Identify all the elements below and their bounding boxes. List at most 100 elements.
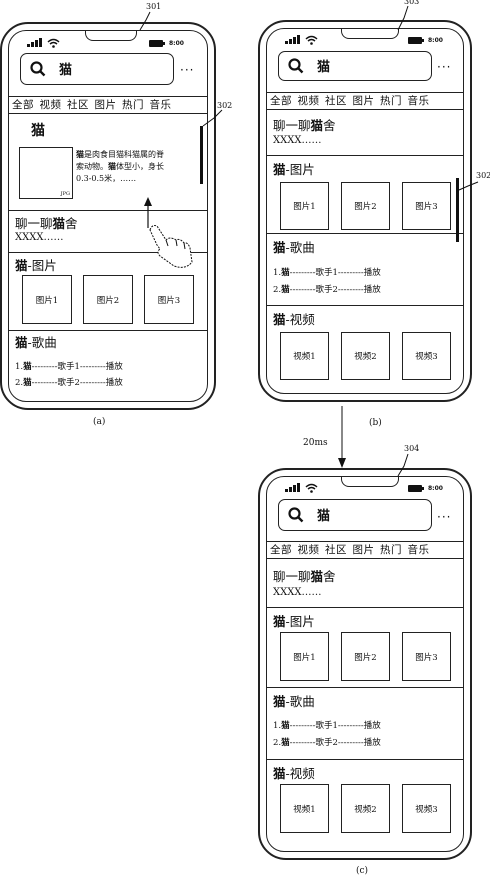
- tab-music[interactable]: 音乐: [407, 95, 430, 107]
- chat-title: 聊一聊猫舍: [273, 118, 336, 133]
- picture-3[interactable]: 图片3: [144, 275, 194, 324]
- video-3[interactable]: 视频3: [402, 784, 451, 833]
- songs-title: 猫-歌曲: [15, 335, 57, 350]
- leader-304: [397, 453, 409, 477]
- songs-section: 猫-歌曲 1.猫---------歌手1---------播放 2.猫-----…: [267, 233, 463, 306]
- song-row[interactable]: 2.猫---------歌手2---------播放: [273, 285, 381, 295]
- status-time: 8:00: [428, 485, 443, 492]
- tab-hot[interactable]: 热门: [122, 99, 144, 111]
- tab-hot[interactable]: 热门: [380, 544, 402, 556]
- chat-section[interactable]: 聊一聊猫舍 XXXX……: [267, 109, 463, 156]
- search-icon: [30, 61, 46, 77]
- video-1[interactable]: 视频1: [280, 784, 329, 833]
- tab-video[interactable]: 视频: [297, 544, 320, 556]
- ref-303: 303: [404, 0, 420, 6]
- search-query[interactable]: 猫: [317, 60, 331, 75]
- tab-music[interactable]: 音乐: [407, 544, 430, 556]
- wifi-icon: [47, 38, 60, 48]
- chat-section[interactable]: 聊一聊猫舍 XXXX……: [9, 210, 207, 253]
- phone-a: 8:00 猫 ··· 全部 视频 社区 图片 热门 音乐 猫 JPG 猫是肉食目…: [0, 22, 216, 410]
- ref-302b: 302: [476, 171, 490, 180]
- tab-music[interactable]: 音乐: [149, 99, 172, 111]
- search-bar[interactable]: 猫: [278, 51, 432, 81]
- ref-302: 302: [217, 101, 233, 110]
- transition-label: 20ms: [303, 438, 328, 448]
- picture-1[interactable]: 图片1: [22, 275, 72, 324]
- battery-icon: [408, 37, 424, 44]
- signal-icon: [27, 38, 42, 47]
- picture-2[interactable]: 图片2: [341, 632, 390, 681]
- picture-3[interactable]: 图片3: [402, 182, 451, 230]
- song-row[interactable]: 1.猫---------歌手1---------播放: [273, 721, 381, 731]
- songs-section: 猫-歌曲 1.猫---------歌手1---------播放 2.猫-----…: [9, 330, 207, 401]
- search-query[interactable]: 猫: [59, 63, 73, 78]
- chat-subtitle: XXXX……: [273, 587, 322, 598]
- tab-community[interactable]: 社区: [67, 99, 89, 111]
- search-bar[interactable]: 猫: [20, 53, 174, 85]
- video-3[interactable]: 视频3: [402, 332, 451, 380]
- tab-community[interactable]: 社区: [325, 95, 347, 107]
- leader-302b: [458, 181, 479, 191]
- card-title: 猫: [31, 123, 45, 139]
- songs-section: 猫-歌曲 1.猫---------歌手1---------播放 2.猫-----…: [267, 687, 463, 760]
- songs-title: 猫-歌曲: [273, 240, 315, 255]
- caption-c: (c): [356, 866, 369, 876]
- chat-section[interactable]: 聊一聊猫舍 XXXX……: [267, 558, 463, 608]
- search-icon: [288, 507, 304, 523]
- pictures-section: 猫-图片 图片1 图片2 图片3: [267, 155, 463, 234]
- picture-1[interactable]: 图片1: [280, 182, 329, 230]
- signal-icon: [285, 35, 300, 44]
- tab-video[interactable]: 视频: [297, 95, 320, 107]
- picture-1[interactable]: 图片1: [280, 632, 329, 681]
- more-icon[interactable]: ···: [437, 510, 452, 524]
- song-row[interactable]: 2.猫---------歌手2---------播放: [15, 378, 123, 388]
- pictures-section: 猫-图片 图片1 图片2 图片3: [267, 607, 463, 688]
- scrollbar-a[interactable]: [200, 126, 203, 184]
- status-time: 8:00: [169, 40, 184, 47]
- more-icon[interactable]: ···: [180, 63, 195, 77]
- caption-a: (a): [93, 417, 106, 427]
- signal-icon: [285, 483, 300, 492]
- tab-video[interactable]: 视频: [39, 99, 62, 111]
- tab-hot[interactable]: 热门: [380, 95, 402, 107]
- tab-pictures[interactable]: 图片: [352, 544, 375, 556]
- tab-pictures[interactable]: 图片: [94, 99, 117, 111]
- picture-2[interactable]: 图片2: [341, 182, 390, 230]
- wifi-icon: [305, 35, 318, 45]
- picture-2[interactable]: 图片2: [83, 275, 133, 324]
- song-row[interactable]: 1.猫---------歌手1---------播放: [273, 268, 381, 278]
- info-card[interactable]: 猫 JPG 猫是肉食目猫科猫属的脊 索动物。猫体型小，身长 0.3-0.5米，……: [9, 113, 207, 211]
- search-bar[interactable]: 猫: [278, 499, 432, 531]
- chat-subtitle: XXXX……: [15, 232, 64, 243]
- tab-all[interactable]: 全部: [12, 99, 34, 111]
- tab-all[interactable]: 全部: [270, 544, 292, 556]
- ref-304: 304: [404, 444, 420, 453]
- chat-title: 聊一聊猫舍: [273, 569, 336, 584]
- video-2[interactable]: 视频2: [341, 784, 390, 833]
- tab-pictures[interactable]: 图片: [352, 95, 375, 107]
- scrollbar-b[interactable]: [456, 178, 459, 242]
- tab-community[interactable]: 社区: [325, 544, 347, 556]
- video-1[interactable]: 视频1: [280, 332, 329, 380]
- pictures-title: 猫-图片: [273, 162, 315, 177]
- pictures-title: 猫-图片: [273, 614, 315, 629]
- transition-arrow: [338, 406, 346, 468]
- video-2[interactable]: 视频2: [341, 332, 390, 380]
- phone-c: 8:00 猫 ··· 全部 视频 社区 图片 热门 音乐 聊一聊猫舍 XXXX……: [258, 468, 472, 860]
- phone-a-screen: 8:00 猫 ··· 全部 视频 社区 图片 热门 音乐 猫 JPG 猫是肉食目…: [8, 30, 208, 402]
- song-row[interactable]: 1.猫---------歌手1---------播放: [15, 362, 123, 372]
- picture-3[interactable]: 图片3: [402, 632, 451, 681]
- leader-302: [202, 109, 223, 127]
- swipe-up-arrow: [144, 197, 152, 228]
- caption-b: (b): [369, 418, 382, 428]
- phone-b-screen: 8:00 猫 ··· 全部 视频 社区 图片 热门 音乐 聊一聊猫舍 XXXX……: [266, 28, 464, 394]
- card-line-1: 猫是肉食目猫科猫属的脊: [76, 149, 164, 159]
- leader-301: [139, 11, 151, 31]
- search-query[interactable]: 猫: [317, 509, 331, 524]
- more-icon[interactable]: ···: [437, 60, 452, 74]
- song-row[interactable]: 2.猫---------歌手2---------播放: [273, 738, 381, 748]
- tab-all[interactable]: 全部: [270, 95, 292, 107]
- leader-303: [397, 5, 409, 31]
- card-image: JPG: [19, 147, 73, 199]
- battery-icon: [149, 40, 165, 47]
